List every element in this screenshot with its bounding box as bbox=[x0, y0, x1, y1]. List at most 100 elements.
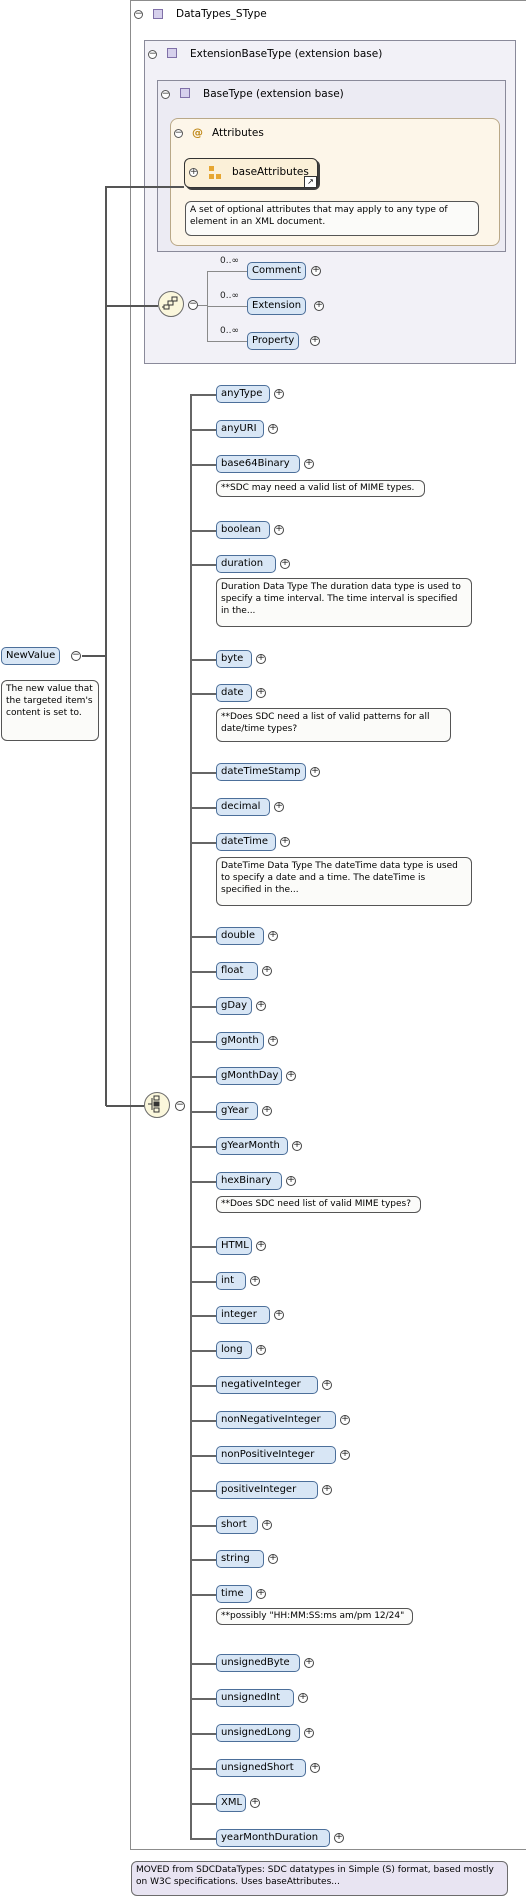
expand-unsignedLong-toggle[interactable]: + bbox=[304, 1727, 314, 1738]
expand-integer-toggle[interactable]: + bbox=[274, 1309, 284, 1320]
choice-element-time[interactable]: time bbox=[216, 1585, 252, 1603]
choice-element-byte[interactable]: byte bbox=[216, 650, 252, 668]
expand-boolean-toggle[interactable]: + bbox=[274, 524, 284, 535]
expand-gMonth-toggle[interactable]: + bbox=[268, 1035, 278, 1046]
choice-connector bbox=[190, 693, 216, 695]
choice-element-base64Binary[interactable]: base64Binary bbox=[216, 455, 300, 473]
expand-XML-toggle[interactable]: + bbox=[250, 1797, 260, 1808]
expand-dateTime-toggle[interactable]: + bbox=[280, 836, 290, 847]
choice-connector bbox=[190, 1455, 216, 1457]
choice-element-unsignedInt[interactable]: unsignedInt bbox=[216, 1689, 294, 1707]
connector bbox=[207, 306, 247, 307]
choice-connector bbox=[190, 1768, 216, 1770]
expand-float-toggle[interactable]: + bbox=[262, 965, 272, 976]
choice-element-date[interactable]: date bbox=[216, 684, 252, 702]
choice-element-HTML[interactable]: HTML bbox=[216, 1237, 252, 1255]
expand-short-toggle[interactable]: + bbox=[262, 1519, 272, 1530]
choice-element-gMonth[interactable]: gMonth bbox=[216, 1032, 264, 1050]
choice-connector bbox=[190, 1315, 216, 1317]
collapse-base-toggle[interactable]: − bbox=[161, 89, 170, 99]
base-type-title: BaseType (extension base) bbox=[203, 88, 344, 100]
expand-time-toggle[interactable]: + bbox=[256, 1588, 266, 1599]
expand-duration-toggle[interactable]: + bbox=[280, 558, 290, 569]
expand-string-toggle[interactable]: + bbox=[268, 1553, 278, 1564]
choice-element-long[interactable]: long bbox=[216, 1341, 252, 1359]
choice-element-unsignedShort[interactable]: unsignedShort bbox=[216, 1759, 306, 1777]
expand-anyURI-toggle[interactable]: + bbox=[268, 423, 278, 434]
choice-connector bbox=[190, 429, 216, 431]
choice-element-boolean[interactable]: boolean bbox=[216, 521, 270, 539]
choice-element-dateTimeStamp[interactable]: dateTimeStamp bbox=[216, 763, 306, 781]
expand-long-toggle[interactable]: + bbox=[256, 1344, 266, 1355]
expand-HTML-toggle[interactable]: + bbox=[256, 1240, 266, 1251]
choice-connector bbox=[190, 772, 216, 774]
expand-anyType-toggle[interactable]: + bbox=[274, 388, 284, 399]
expand-positiveInteger-toggle[interactable]: + bbox=[322, 1484, 332, 1495]
choice-element-negativeInteger[interactable]: negativeInteger bbox=[216, 1376, 318, 1394]
expand-unsignedShort-toggle[interactable]: + bbox=[310, 1762, 320, 1773]
base-attributes-group[interactable] bbox=[184, 158, 318, 188]
collapse-attributes-toggle[interactable]: − bbox=[174, 128, 183, 138]
choice-element-gDay[interactable]: gDay bbox=[216, 997, 252, 1015]
expand-nonPositiveInteger-toggle[interactable]: + bbox=[340, 1449, 350, 1460]
choice-element-hexBinary[interactable]: hexBinary bbox=[216, 1172, 282, 1190]
expand-nonNegativeInteger-toggle[interactable]: + bbox=[340, 1414, 350, 1425]
choice-element-int[interactable]: int bbox=[216, 1272, 246, 1290]
choice-connector bbox=[190, 1525, 216, 1527]
choice-element-yearMonthDuration[interactable]: yearMonthDuration bbox=[216, 1829, 330, 1847]
expand-yearMonthDuration-toggle[interactable]: + bbox=[334, 1832, 344, 1843]
choice-element-dateTime[interactable]: dateTime bbox=[216, 833, 276, 851]
expand-byte-toggle[interactable]: + bbox=[256, 653, 266, 664]
expand-unsignedInt-toggle[interactable]: + bbox=[298, 1692, 308, 1703]
expand-comment-toggle[interactable]: + bbox=[311, 265, 321, 276]
choice-element-unsignedByte[interactable]: unsignedByte bbox=[216, 1654, 300, 1672]
choice-element-XML[interactable]: XML bbox=[216, 1794, 246, 1812]
expand-gYearMonth-toggle[interactable]: + bbox=[292, 1140, 302, 1151]
choice-element-string[interactable]: string bbox=[216, 1550, 264, 1568]
expand-date-toggle[interactable]: + bbox=[256, 687, 266, 698]
expand-property-toggle[interactable]: + bbox=[310, 335, 320, 346]
expand-int-toggle[interactable]: + bbox=[250, 1275, 260, 1286]
expand-base-attributes-toggle[interactable]: + bbox=[189, 167, 198, 177]
comment-element[interactable]: Comment bbox=[247, 262, 306, 280]
choice-element-positiveInteger[interactable]: positiveInteger bbox=[216, 1481, 318, 1499]
choice-element-double[interactable]: double bbox=[216, 927, 264, 945]
choice-element-duration[interactable]: duration bbox=[216, 555, 276, 573]
choice-element-unsignedLong[interactable]: unsignedLong bbox=[216, 1724, 300, 1742]
choice-element-short[interactable]: short bbox=[216, 1516, 258, 1534]
expand-decimal-toggle[interactable]: + bbox=[274, 801, 284, 812]
choice-element-gYear[interactable]: gYear bbox=[216, 1102, 258, 1120]
choice-element-nonPositiveInteger[interactable]: nonPositiveInteger bbox=[216, 1446, 336, 1464]
choice-element-integer[interactable]: integer bbox=[216, 1306, 270, 1324]
expand-base64Binary-toggle[interactable]: + bbox=[304, 458, 314, 469]
extension-element[interactable]: Extension bbox=[247, 297, 307, 315]
collapse-new-value-toggle[interactable]: − bbox=[71, 650, 81, 661]
expand-dateTimeStamp-toggle[interactable]: + bbox=[310, 766, 320, 777]
expand-hexBinary-toggle[interactable]: + bbox=[286, 1175, 296, 1186]
property-element[interactable]: Property bbox=[247, 332, 300, 350]
collapse-extension-toggle[interactable]: − bbox=[148, 49, 157, 59]
collapse-sequence-toggle[interactable]: − bbox=[188, 299, 198, 310]
expand-gMonthDay-toggle[interactable]: + bbox=[286, 1070, 296, 1081]
connector bbox=[82, 655, 106, 657]
choice-element-anyURI[interactable]: anyURI bbox=[216, 420, 264, 438]
choice-element-decimal[interactable]: decimal bbox=[216, 798, 270, 816]
expand-double-toggle[interactable]: + bbox=[268, 930, 278, 941]
collapse-choice-toggle[interactable]: − bbox=[175, 1100, 185, 1111]
collapse-root-toggle[interactable]: − bbox=[134, 9, 143, 19]
choice-compositor-icon bbox=[144, 1092, 170, 1118]
choice-connector bbox=[190, 1733, 216, 1735]
choice-element-gMonthDay[interactable]: gMonthDay bbox=[216, 1067, 282, 1085]
choice-connector bbox=[190, 1006, 216, 1008]
expand-negativeInteger-toggle[interactable]: + bbox=[322, 1379, 332, 1390]
choice-element-gYearMonth[interactable]: gYearMonth bbox=[216, 1137, 288, 1155]
choice-element-nonNegativeInteger[interactable]: nonNegativeInteger bbox=[216, 1411, 336, 1429]
choice-element-float[interactable]: float bbox=[216, 962, 258, 980]
expand-gYear-toggle[interactable]: + bbox=[262, 1105, 272, 1116]
choice-element-anyType[interactable]: anyType bbox=[216, 385, 270, 403]
new-value-element[interactable]: NewValue bbox=[1, 647, 61, 665]
expand-gDay-toggle[interactable]: + bbox=[256, 1000, 266, 1011]
expand-unsignedByte-toggle[interactable]: + bbox=[304, 1657, 314, 1668]
choice-connector bbox=[190, 971, 216, 973]
expand-extension-toggle[interactable]: + bbox=[314, 300, 324, 311]
